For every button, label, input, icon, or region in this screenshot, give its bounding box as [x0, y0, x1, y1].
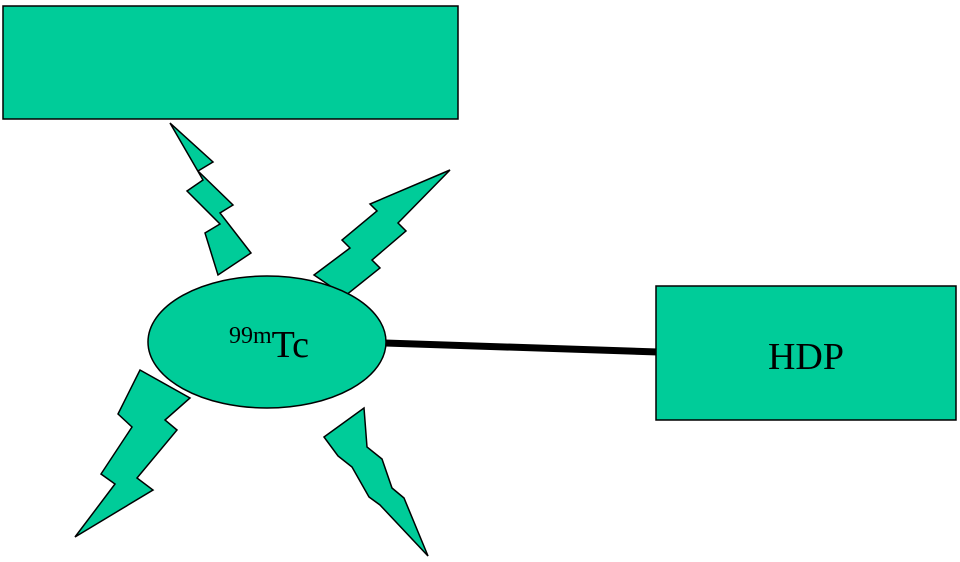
lightning-bolt-icon — [169, 122, 253, 277]
top-box — [2, 5, 459, 120]
isotope-label: 99mTc — [229, 323, 309, 366]
lightning-bolt-icon — [74, 368, 192, 538]
hdp-label: HDP — [768, 336, 844, 378]
bond-connector — [384, 339, 659, 356]
isotope-mass-number: 99m — [229, 323, 272, 349]
lightning-bolt-icon — [322, 406, 429, 557]
hdp-box — [655, 285, 957, 421]
isotope-symbol: Tc — [272, 324, 309, 366]
lightning-bolt-icon — [312, 169, 451, 297]
isotope-ellipse — [147, 275, 387, 409]
